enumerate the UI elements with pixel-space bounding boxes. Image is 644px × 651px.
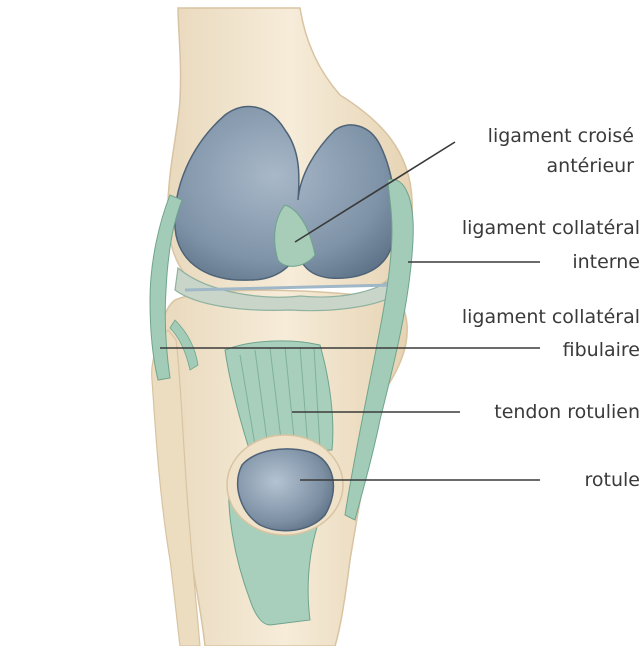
mcl-label-line2: interne xyxy=(572,251,640,273)
acl-label-line1: ligament croisé xyxy=(488,125,634,147)
acl-label-line2: antérieur xyxy=(547,155,635,177)
lcl-label-line2: fibulaire xyxy=(563,339,640,361)
mcl-label-line1: ligament collatéral xyxy=(462,217,640,239)
patella-cartilage xyxy=(238,449,334,531)
patellar-tendon-label: tendon rotulien xyxy=(494,401,640,423)
labels: ligament croisé antérieur ligament colla… xyxy=(462,125,640,491)
lcl-label-line1: ligament collatéral xyxy=(462,306,640,328)
patella-label: rotule xyxy=(585,469,640,491)
